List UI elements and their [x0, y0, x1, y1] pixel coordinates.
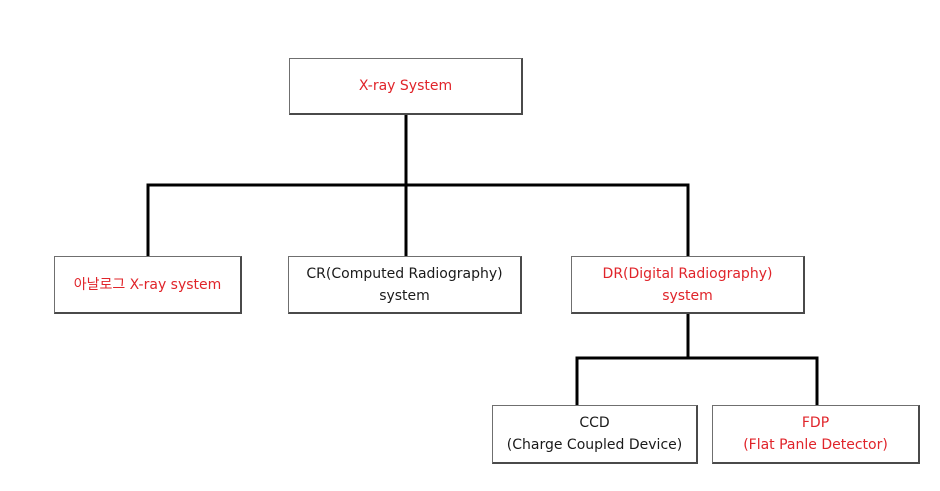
cr-system-label-line1: CR(Computed Radiography): [306, 265, 503, 282]
fdp-label-line1: FDP: [801, 415, 830, 431]
ccd-node: CCD (Charge Coupled Device): [492, 405, 698, 464]
ccd-label-line2: (Charge Coupled Device): [506, 437, 683, 453]
cr-system-node: CR(Computed Radiography) system: [288, 256, 522, 314]
dr-system-label-line2: system: [662, 287, 713, 304]
ccd-label-line1: CCD: [579, 415, 610, 431]
analog-x-ray-system-label: 아날로그 X-ray system: [73, 276, 222, 293]
x-ray-system-label: X-ray System: [358, 78, 453, 94]
x-ray-system-node: X-ray System: [289, 58, 523, 115]
cr-system-label-line2: system: [379, 287, 430, 304]
fdp-node: FDP (Flat Panle Detector): [712, 405, 920, 464]
fdp-label-line2: (Flat Panle Detector): [743, 437, 888, 453]
dr-system-node: DR(Digital Radiography) system: [571, 256, 805, 314]
analog-x-ray-system-node: 아날로그 X-ray system: [54, 256, 242, 314]
dr-system-label-line1: DR(Digital Radiography): [602, 265, 773, 282]
